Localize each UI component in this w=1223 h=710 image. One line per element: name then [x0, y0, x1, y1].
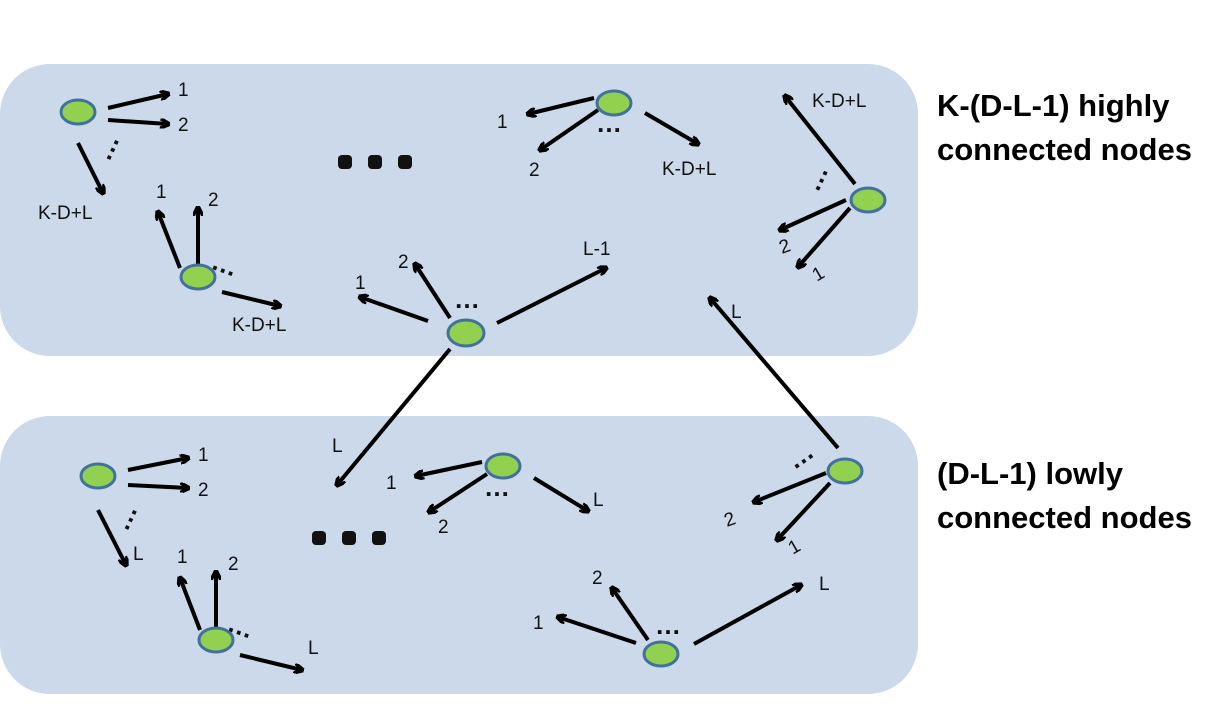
low-node-g: … 1 2 L — [177, 547, 319, 670]
low-node-j: … 1 2 L — [533, 568, 830, 668]
high-node-b: … 1 2 K-D+L — [156, 182, 286, 336]
low-group-title-line2: connected nodes — [937, 500, 1192, 535]
node — [826, 457, 864, 485]
arrow-label-l: L — [308, 638, 319, 659]
arrow-label-2: 2 — [438, 517, 449, 538]
arrow-label-kdl: K-D+L — [662, 159, 716, 180]
node — [59, 98, 97, 126]
arrow-label-kdl: K-D+L — [812, 91, 866, 112]
arrow-label-2: 2 — [592, 568, 603, 589]
high-group-title-line2: connected nodes — [937, 132, 1192, 167]
arrow-label-l: L — [593, 490, 604, 511]
arrow-label-l-minus-1: L-1 — [583, 239, 610, 260]
node — [642, 640, 680, 668]
arrow-label-1: 1 — [177, 547, 188, 568]
low-node-i: … L 2 1 — [710, 298, 864, 559]
arrow-label-1: 1 — [533, 613, 544, 634]
low-group-panel — [0, 416, 918, 694]
high-node-c: … 1 2 K-D+L — [497, 89, 716, 181]
arrow-label-l: L — [731, 302, 742, 323]
arrow-label-2: 2 — [529, 160, 540, 181]
arrow-label-1: 1 — [497, 112, 508, 133]
ellipsis: … — [655, 610, 681, 640]
high-group-title: K-(D-L-1) highly connected nodes — [937, 84, 1192, 172]
arrow-label-l: L — [133, 544, 144, 565]
node — [79, 462, 117, 490]
node — [179, 263, 217, 291]
arrow-label-1: 1 — [198, 445, 209, 466]
arrow-label-2: 2 — [178, 115, 189, 136]
high-node-e: … 1 2 L-1 L — [332, 239, 610, 485]
arrow-label-1: 1 — [178, 80, 189, 101]
node — [484, 452, 522, 480]
low-group-more-nodes-ellipsis — [312, 531, 386, 545]
arrow-label-2: 2 — [198, 480, 209, 501]
node — [197, 626, 235, 654]
node — [849, 186, 887, 214]
arrow-label-2: 2 — [208, 190, 219, 211]
high-node-a: … 1 2 K-D+L — [38, 80, 189, 224]
arrow-label-1: 1 — [386, 473, 397, 494]
arrow-label-2: 2 — [228, 554, 239, 575]
arrow-label-l: L — [819, 574, 830, 595]
arrow-label-1: 1 — [156, 182, 167, 203]
node — [595, 89, 633, 117]
node — [446, 318, 486, 348]
ellipsis: … — [454, 284, 480, 314]
high-group-more-nodes-ellipsis — [338, 155, 412, 169]
arrow-label-kdl: K-D+L — [38, 203, 92, 224]
low-group-title: (D-L-1) lowly connected nodes — [937, 452, 1192, 540]
arrow-label-l: L — [332, 436, 343, 457]
high-group-title-line1: K-(D-L-1) highly — [937, 88, 1170, 123]
arrow-label-kdl: K-D+L — [232, 315, 286, 336]
low-node-h: … 1 2 L — [386, 452, 604, 538]
low-group-title-line1: (D-L-1) lowly — [937, 456, 1123, 491]
arrow-label-2: 2 — [398, 252, 409, 273]
arrow-label-1: 1 — [355, 273, 366, 294]
